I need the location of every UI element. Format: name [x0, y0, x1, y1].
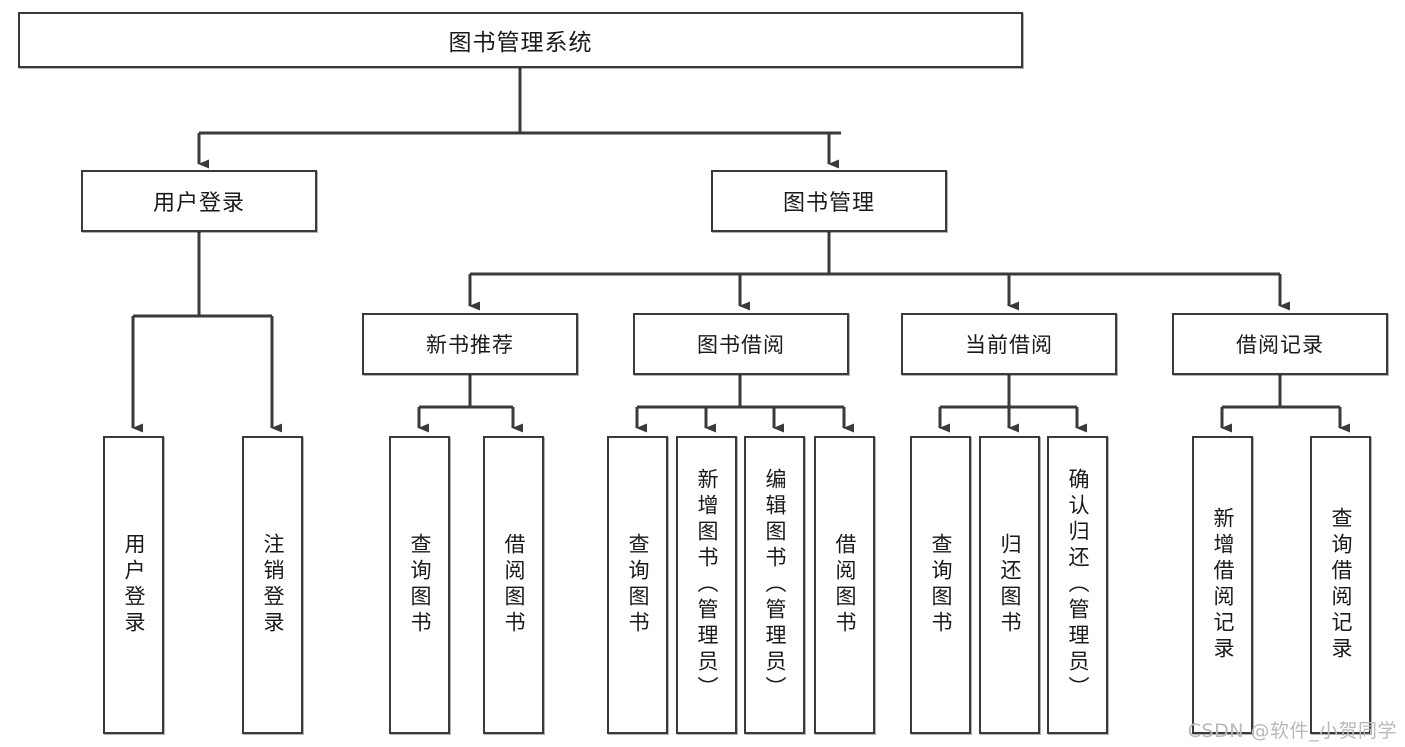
node-label: 新增图书（管理员） [695, 468, 719, 702]
node-book-manage[interactable]: 图书管理 [711, 170, 947, 232]
node-label: 图书管理系统 [448, 30, 593, 56]
leaf-confirm-return[interactable]: 确认归还（管理员） [1047, 436, 1108, 734]
leaf-query-book-borrow[interactable]: 查询图书 [607, 436, 668, 734]
node-label: 图书借阅 [697, 333, 785, 357]
node-label: 注销登录 [261, 533, 285, 637]
node-current-borrow[interactable]: 当前借阅 [901, 313, 1117, 375]
node-label: 新增借阅记录 [1211, 507, 1235, 663]
node-label: 用户登录 [122, 533, 146, 637]
node-label: 归还图书 [998, 533, 1022, 637]
leaf-user-login[interactable]: 用户登录 [103, 436, 164, 734]
node-label: 借阅图书 [502, 533, 526, 637]
node-label: 查询图书 [626, 533, 650, 637]
node-label: 用户登录 [152, 191, 245, 216]
node-label: 借阅图书 [833, 533, 857, 637]
node-borrow-record[interactable]: 借阅记录 [1172, 313, 1388, 375]
leaf-add-borrow-record[interactable]: 新增借阅记录 [1192, 436, 1253, 734]
node-label: 新书推荐 [426, 333, 514, 357]
leaf-query-book-recommend[interactable]: 查询图书 [389, 436, 450, 734]
leaf-edit-book[interactable]: 编辑图书（管理员） [744, 436, 805, 734]
node-label: 查询图书 [929, 533, 953, 637]
node-new-book-recommend[interactable]: 新书推荐 [362, 313, 578, 375]
leaf-add-book[interactable]: 新增图书（管理员） [676, 436, 737, 734]
node-root-system[interactable]: 图书管理系统 [18, 12, 1023, 68]
leaf-query-book-current[interactable]: 查询图书 [910, 436, 971, 734]
node-label: 查询借阅记录 [1329, 507, 1353, 663]
leaf-user-logout[interactable]: 注销登录 [242, 436, 303, 734]
node-user-login[interactable]: 用户登录 [81, 170, 317, 232]
leaf-borrow-book-recommend[interactable]: 借阅图书 [483, 436, 544, 734]
leaf-borrow-book[interactable]: 借阅图书 [814, 436, 875, 734]
node-label: 编辑图书（管理员） [763, 468, 787, 702]
node-label: 当前借阅 [965, 333, 1053, 357]
node-label: 借阅记录 [1236, 333, 1324, 357]
leaf-return-book[interactable]: 归还图书 [979, 436, 1040, 734]
watermark-text: CSDN @软件_小贺同学 [1187, 720, 1397, 742]
node-label: 查询图书 [408, 533, 432, 637]
node-label: 图书管理 [782, 191, 875, 216]
leaf-query-borrow-record[interactable]: 查询借阅记录 [1310, 436, 1371, 734]
node-book-borrow[interactable]: 图书借阅 [633, 313, 849, 375]
node-label: 确认归还（管理员） [1066, 468, 1090, 702]
